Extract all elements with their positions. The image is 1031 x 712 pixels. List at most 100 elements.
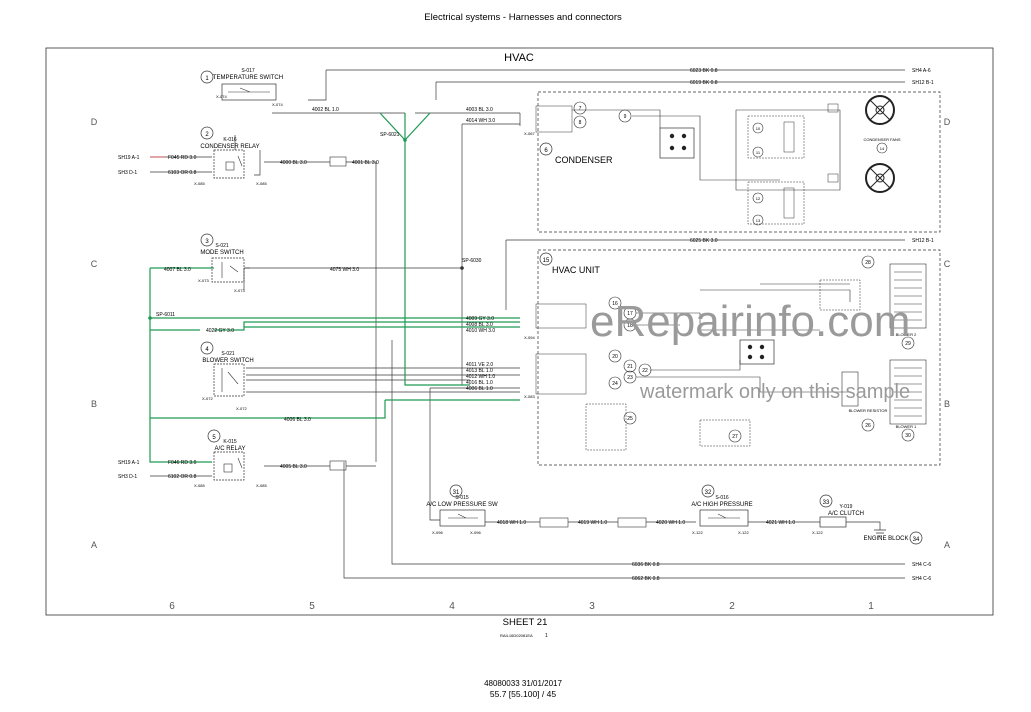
mode-switch-num: 3 <box>205 239 209 245</box>
temperature-switch: 1 S-017 TEMPERATURE SWITCH X-074 X-074 <box>200 68 283 107</box>
svg-text:27: 27 <box>732 434 738 440</box>
svg-text:8: 8 <box>579 120 582 126</box>
ac-low-pressure-num: 31 <box>453 490 460 496</box>
wire-4006: 4006 BL 1.0 <box>466 386 493 392</box>
row-label-b-right: B <box>944 399 950 409</box>
wire-6062: 6062 BK 0.8 <box>632 576 660 582</box>
ref-sh12-b1-mid: SH12 B-1 <box>912 238 934 244</box>
blower-1-grille <box>889 359 927 425</box>
blower-2-grille <box>889 263 927 329</box>
wire-4014: 4014 WH 3.0 <box>466 118 495 124</box>
blower-switch: 4 S-021 BLOWER SWITCH X-072 X-072 <box>200 341 254 411</box>
mode-switch-conn-b: X-073 <box>234 288 245 293</box>
mode-switch-conn-a: X-073 <box>198 278 209 283</box>
engine-block-ground: ENGINE BLOCK 34 <box>863 529 923 545</box>
ac-relay: 5 K-015 A/C RELAY X-085 X-085 <box>194 429 267 488</box>
page-number: 55.7 [55.100] / 45 <box>490 689 556 699</box>
wire-f045-top: F045 RD 3.0 <box>168 155 197 161</box>
wire-4005: 4005 BL 3.0 <box>280 464 307 470</box>
wires <box>150 69 905 579</box>
ref-sh19-a1-bottom: SH19 A-1 <box>118 460 140 466</box>
row-label-d-left: D <box>91 117 98 127</box>
temperature-switch-conn-a: X-074 <box>216 94 227 99</box>
ac-high-pressure-switch: 32 S-016 A/C HIGH PRESSURE X-122 X-122 <box>691 484 753 535</box>
watermark-note: watermark only on this sample <box>639 381 910 403</box>
engine-block-name: ENGINE BLOCK <box>863 536 908 542</box>
drawing-sheet: 1 <box>545 633 548 639</box>
blower-resistor-label: BLOWER RESISTOR <box>849 408 888 413</box>
wire-4010: 4010 WH 3.0 <box>466 328 495 334</box>
row-label-a-right: A <box>944 540 950 550</box>
svg-text:20: 20 <box>612 354 618 360</box>
row-label-c-right: C <box>944 259 951 269</box>
svg-text:22: 22 <box>642 368 648 374</box>
connector-x062 <box>539 517 569 528</box>
wire-4011: 4011 VE 2.0 <box>466 362 493 368</box>
ac-high-pressure-conn-a: X-122 <box>692 530 703 535</box>
drawing-ref: RAIL16D02081EA <box>500 633 533 638</box>
svg-text:25: 25 <box>627 416 633 422</box>
condenser-relay-conn-b: X-085 <box>256 181 267 186</box>
col-label-1: 1 <box>868 601 874 612</box>
wire-4022: 4022 GY 3.0 <box>206 328 234 334</box>
condenser-relay-num: 2 <box>205 132 209 138</box>
splice-6011: SP-6011 <box>156 312 175 318</box>
condenser-conn: X-067 <box>524 131 535 136</box>
connector-x096a <box>617 517 647 528</box>
row-label-c-left: C <box>91 259 98 269</box>
ac-relay-num: 5 <box>212 435 216 441</box>
ac-relay-code: K-015 <box>223 439 237 445</box>
blower-switch-name: BLOWER SWITCH <box>202 358 253 364</box>
svg-text:30: 30 <box>905 433 911 439</box>
wire-4019: 4019 WH 1.0 <box>578 520 607 526</box>
splice-6011-dot <box>148 316 152 320</box>
temperature-switch-conn-b: X-074 <box>272 102 283 107</box>
splice-6021: SP-6021 <box>380 132 400 138</box>
svg-text:13: 13 <box>756 218 761 223</box>
blower-switch-conn-a: X-072 <box>202 396 213 401</box>
condenser-num: 6 <box>544 148 548 154</box>
svg-text:23: 23 <box>627 375 633 381</box>
wire-4020: 4020 WH 1.0 <box>656 520 685 526</box>
blower-1-label: BLOWER 1 <box>896 424 917 429</box>
ac-relay-conn-a: X-085 <box>194 483 205 488</box>
temperature-switch-num: 1 <box>205 76 209 82</box>
blower-switch-code: S-021 <box>221 351 235 357</box>
wire-6025: 6025 BK 3.0 <box>690 238 718 244</box>
ref-sh3-d1-bottom: SH3 D-1 <box>118 474 137 480</box>
wire-4075: 4075 WH 3.0 <box>330 267 359 273</box>
svg-text:21: 21 <box>627 364 633 370</box>
wire-6103: 6103 OR 0.8 <box>168 170 197 176</box>
wire-4009: 4009 GY 3.0 <box>466 316 494 322</box>
connector-x063-bottom <box>329 460 347 471</box>
ac-high-pressure-conn-b: X-122 <box>738 530 749 535</box>
grid-col-labels: 6 5 4 3 2 1 <box>169 601 874 612</box>
condenser-fan-upper <box>865 95 895 125</box>
wire-6023: 6023 BK 0.8 <box>690 68 718 74</box>
condenser-relay-name: CONDENSER RELAY <box>200 144 259 150</box>
svg-text:18: 18 <box>627 323 633 329</box>
ac-high-pressure-name: A/C HIGH PRESSURE <box>691 502 752 508</box>
ac-high-pressure-code: S-016 <box>715 495 729 501</box>
ac-high-pressure-num: 32 <box>705 490 712 496</box>
hvac-unit-box: 15 HVAC UNIT X-094 X-083 16 17 18 20 21 … <box>524 249 941 466</box>
blower-switch-num: 4 <box>205 347 209 353</box>
grid-row-labels: D D C C B B A A <box>91 117 951 550</box>
svg-text:28: 28 <box>865 260 871 266</box>
condenser-name: CONDENSER <box>555 155 613 165</box>
wire-4021: 4021 WH 1.0 <box>766 520 795 526</box>
col-label-2: 2 <box>729 601 735 612</box>
wire-f046: F046 RD 3.0 <box>168 460 197 466</box>
svg-text:17: 17 <box>627 311 633 317</box>
wire-4006-blue: 4006 BL 3.0 <box>284 417 311 423</box>
diagram-frame <box>45 47 994 616</box>
svg-text:12: 12 <box>756 196 761 201</box>
condenser-relay: 2 K-016 CONDENSER RELAY X-085 X-085 <box>194 126 267 186</box>
ac-clutch: 33 Y-019 A/C CLUTCH X-122 <box>812 494 864 535</box>
sheet-label: SHEET 21 <box>503 617 548 628</box>
svg-text:26: 26 <box>865 423 871 429</box>
ac-low-pressure-name: A/C LOW PRESSURE SW <box>426 502 498 508</box>
ac-low-pressure-conn-b: X-096 <box>470 530 481 535</box>
diagram-title: HVAC <box>504 52 534 64</box>
